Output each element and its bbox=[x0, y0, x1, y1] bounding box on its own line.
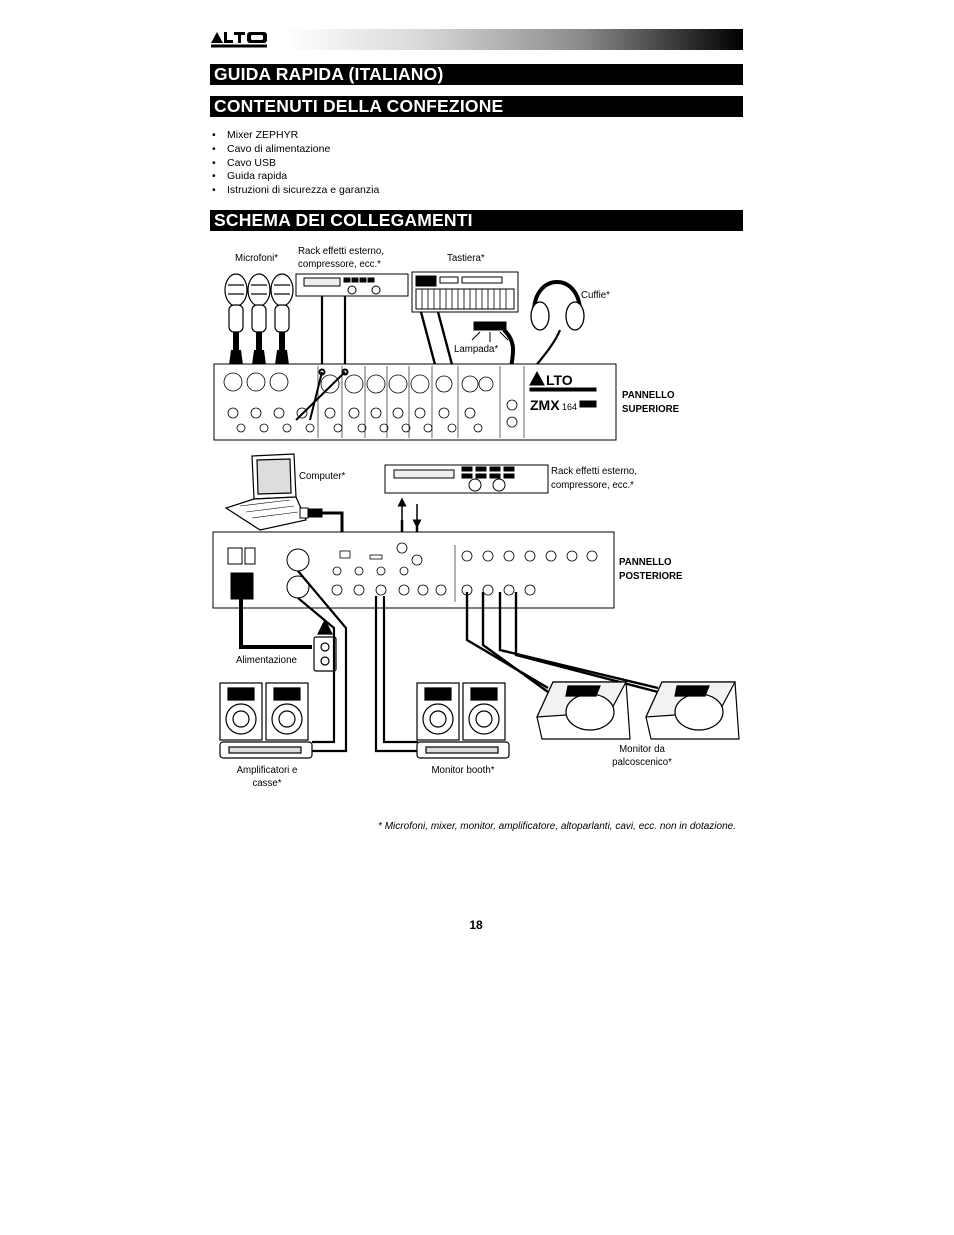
keyboard-drawing bbox=[411, 271, 519, 313]
rack-rear-drawing bbox=[384, 464, 549, 494]
label-top-panel-1: PANNELLO bbox=[622, 390, 675, 401]
list-item: Cavo USB bbox=[212, 157, 379, 171]
svg-text:164: 164 bbox=[562, 402, 577, 412]
mixer-top-panel: LTO ZMX 164 bbox=[213, 363, 617, 441]
label-microphones: Microfoni* bbox=[235, 253, 279, 264]
svg-text:ZMX: ZMX bbox=[530, 397, 560, 413]
label-lamp: Lampada* bbox=[454, 344, 499, 355]
label-rack-rear-2: compressore, ecc.* bbox=[551, 480, 634, 491]
label-stage-2: palcoscenico* bbox=[612, 757, 672, 768]
mixer-cable-plugs bbox=[295, 368, 349, 421]
label-amps-2: casse* bbox=[252, 778, 282, 789]
label-rear-panel-2: POSTERIORE bbox=[619, 571, 683, 582]
page-number: 18 bbox=[469, 918, 483, 932]
label-rack-rear-1: Rack effetti esterno, bbox=[551, 466, 637, 477]
stage-wedges-drawing bbox=[536, 681, 740, 740]
header-gradient-bar bbox=[210, 29, 743, 50]
mic-cables bbox=[229, 332, 289, 365]
laptop-drawing bbox=[224, 453, 307, 531]
section-title-contents: CONTENUTI DELLA CONFEZIONE bbox=[210, 96, 743, 117]
label-computer: Computer* bbox=[299, 471, 346, 482]
list-item: Istruzioni di sicurezza e garanzia bbox=[212, 184, 379, 198]
booth-monitors-drawing bbox=[416, 682, 510, 759]
power-cable bbox=[239, 599, 312, 649]
headphones-drawing bbox=[515, 280, 585, 393]
label-headphones: Cuffie* bbox=[581, 290, 610, 301]
label-top-panel-2: SUPERIORE bbox=[622, 404, 680, 415]
label-stage-1: Monitor da bbox=[619, 744, 665, 755]
mixer-rear-panel bbox=[212, 531, 615, 609]
microphones-drawing bbox=[224, 273, 294, 333]
label-keyboard: Tastiera* bbox=[447, 253, 485, 264]
svg-text:LTO: LTO bbox=[546, 372, 573, 388]
rack-top-drawing bbox=[295, 273, 409, 297]
label-power: Alimentazione bbox=[236, 655, 297, 666]
footnote: * Microfoni, mixer, monitor, amplificato… bbox=[378, 821, 736, 832]
list-item: Guida rapida bbox=[212, 170, 379, 184]
amp-speakers-drawing bbox=[219, 682, 313, 759]
label-rack-top-1: Rack effetti esterno, bbox=[298, 246, 384, 257]
stage-monitor-cables bbox=[465, 592, 659, 694]
alto-logo bbox=[211, 32, 267, 48]
label-booth: Monitor booth* bbox=[431, 765, 495, 776]
section-title-diagram: SCHEMA DEI COLLEGAMENTI bbox=[210, 210, 743, 231]
contents-list: Mixer ZEPHYR Cavo di alimentazione Cavo … bbox=[212, 129, 379, 198]
label-amps-1: Amplificatori e bbox=[236, 765, 298, 776]
list-item: Mixer ZEPHYR bbox=[212, 129, 379, 143]
page-title: GUIDA RAPIDA (ITALIANO) bbox=[210, 64, 743, 85]
main-out-cables bbox=[297, 570, 418, 753]
rack-top-cables bbox=[320, 296, 347, 368]
label-rear-panel-1: PANNELLO bbox=[619, 557, 672, 568]
power-outlet-icon bbox=[313, 618, 337, 672]
list-item: Cavo di alimentazione bbox=[212, 143, 379, 157]
label-rack-top-2: compressore, ecc.* bbox=[298, 259, 381, 270]
